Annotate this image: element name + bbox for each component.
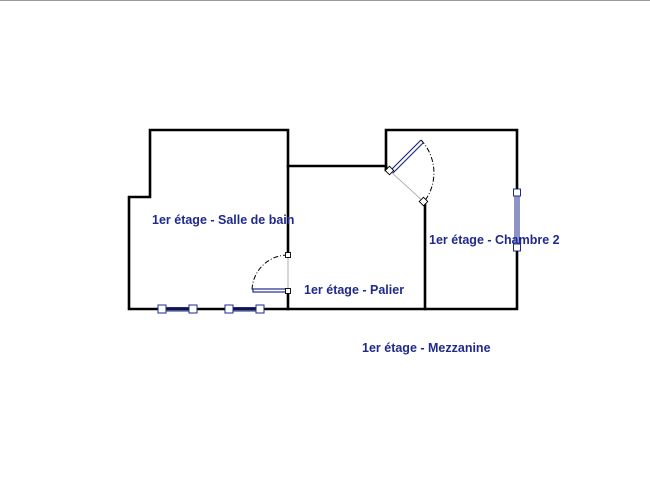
door-hinge-bottom — [285, 288, 291, 294]
room-label-palier: 1er étage - Palier — [304, 283, 404, 297]
door-leaf-edge — [392, 142, 424, 174]
door-chambre-2 — [384, 139, 435, 207]
door-salle-de-bain — [251, 252, 291, 294]
door-opening — [389, 170, 425, 203]
wall-salle-de-bain — [127, 128, 290, 311]
room-label-mezzanine: 1er étage - Mezzanine — [362, 341, 491, 355]
door-swing-arc — [251, 254, 289, 292]
door-leaf — [389, 139, 422, 172]
door-hinge — [384, 165, 395, 176]
door-swing-arc — [420, 139, 435, 203]
wall-chambre-2 — [384, 128, 519, 311]
window-chambre-2 — [513, 188, 521, 252]
window-handle-right — [188, 304, 198, 314]
window-handle-top — [513, 188, 521, 197]
walls — [127, 128, 519, 311]
window-salle-de-bain-right — [224, 304, 265, 314]
room-label-salle-de-bain: 1er étage - Salle de bain — [152, 213, 294, 227]
door-latch — [418, 196, 429, 207]
window-salle-de-bain-left — [157, 304, 198, 314]
top-border — [0, 0, 650, 1]
door-hinge-top — [285, 252, 291, 258]
room-label-chambre-2: 1er étage - Chambre 2 — [429, 233, 560, 247]
window-handle-bottom — [513, 243, 521, 252]
door-leaf — [252, 288, 289, 293]
window-handle-left — [224, 304, 234, 314]
window-handle-right — [255, 304, 265, 314]
window-handle-left — [157, 304, 167, 314]
